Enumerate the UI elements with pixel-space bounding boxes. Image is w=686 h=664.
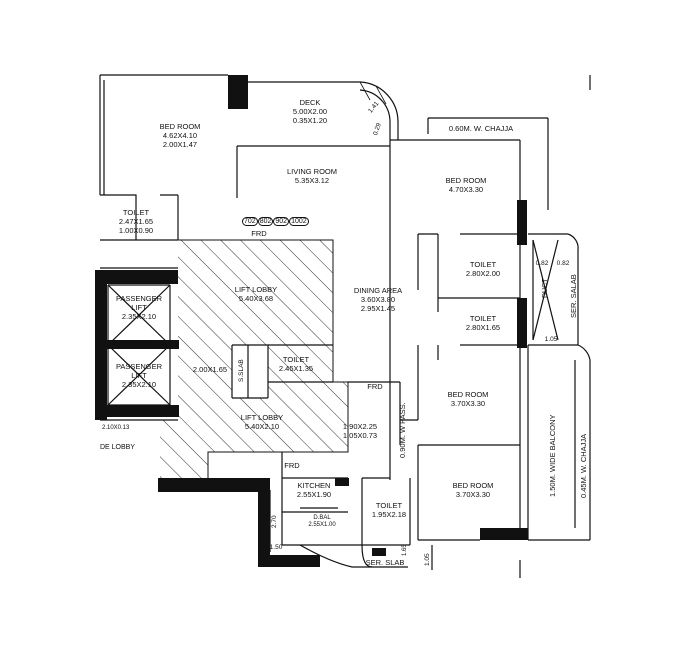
chajja-top-label: 0.60M. W. CHAJJA (448, 124, 514, 133)
passage-label: 1.90X2.25 1.05X0.73 (342, 422, 378, 440)
dim-082-b: 0.82 (556, 260, 570, 267)
frd-label-mid: FRD (367, 382, 383, 391)
toilet-5-label: TOILET 1.95X2.18 (371, 501, 407, 519)
dim-270: 2.70 (271, 515, 278, 528)
thick-walls (95, 75, 528, 567)
dim-082-a: 0.82 (535, 260, 549, 267)
thin-walls (99, 74, 591, 578)
toilet-1-label: TOILET 2.47X1.65 1.00X0.90 (118, 208, 154, 235)
toilet-3-label: TOILET 2.80X1.65 (465, 314, 501, 332)
living-room-label: LIVING ROOM 5.35X3.12 (286, 167, 338, 185)
dim-165: 1.65 (402, 544, 408, 556)
bed-room-1-label: BED ROOM 4.62X4.10 2.00X1.47 (159, 122, 201, 149)
de-lobby-label: DE LOBBY (100, 444, 136, 451)
flat-number-4: 1002 (289, 217, 309, 226)
lift-lobby-hatch (160, 240, 348, 480)
flat-number-3: 902 (273, 217, 290, 226)
ser-slab-label: SER. SLAB (365, 558, 405, 567)
lobby-dims-label: 2.10X0.13 (102, 425, 130, 431)
door-swings (258, 81, 387, 241)
lift-lobby-outline (160, 239, 349, 481)
chajja-right-label: 0.45M. W. CHAJJA (579, 433, 588, 498)
dining-area-label: DINING AREA 3.60X3.80 2.95X1.45 (353, 286, 403, 313)
dim-150: 1.50 (269, 544, 283, 551)
ser-slab-right-label: SER. SALAB (569, 274, 578, 318)
lift-lobby-1-label: LIFT LOBBY 5.40X3.68 (234, 285, 278, 303)
passenger-lift-1-label: PASSENGER LIFT 2.35X2.10 (115, 294, 163, 321)
bed-room-2-label: BED ROOM 4.70X3.30 (445, 176, 487, 194)
d-bal-label: D.BAL 2.55X1.00 (308, 515, 336, 528)
toilet-4-label: TOILET 2.45X1.35 (278, 355, 314, 373)
kitchen-label: KITCHEN 2.55X1.90 (296, 481, 332, 499)
dim-105: 1.05 (544, 336, 558, 343)
flat-number-2: 802 (257, 217, 274, 226)
passage-width-label: 0.90M. W PASS. (398, 402, 407, 458)
wide-balcony-label: 1.50M. WIDE BALCONY (548, 414, 557, 497)
sh-slab-label: S.SLAB (238, 359, 245, 382)
flat-number-1: 702 (242, 217, 258, 226)
bed-room-4-label: BED ROOM 3.70X3.30 (452, 481, 494, 499)
lift-lobby-2-label: LIFT LOBBY 5.40X2.10 (240, 413, 284, 431)
toilet-2-label: TOILET 2.80X2.00 (465, 260, 501, 278)
passenger-lift-2-label: PASSENGER LIFT 2.35X2.10 (115, 362, 163, 389)
duct-label: DUCT (542, 278, 549, 298)
frd-label-bottom: FRD (284, 461, 300, 470)
dim-105-bottom: 1.05 (424, 553, 431, 566)
deck-label: DECK 5.00X2.00 0.35X1.20 (292, 98, 328, 125)
frd-label-top: FRD (251, 229, 267, 238)
bed-room-3-label: BED ROOM 3.70X3.30 (447, 390, 489, 408)
corridor-label: 2.00X1.65 (192, 365, 228, 374)
